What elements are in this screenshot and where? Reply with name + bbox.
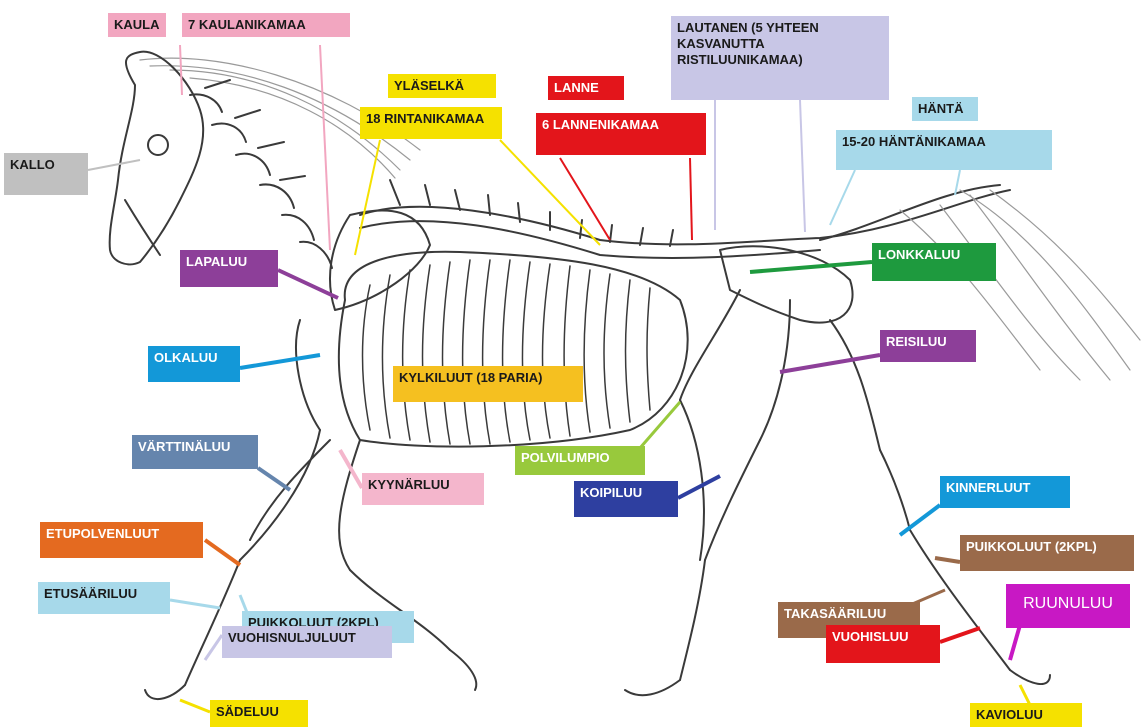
jaw [125,200,160,255]
lautanen-leader-2 [800,100,805,232]
label-rintanikamaa: 18 RINTANIKAMAA [360,107,502,139]
label-reisiluu: REISILUU [880,330,976,362]
label-vuohisnuljuluut: VUOHISNULJULUUT [222,626,392,658]
reisiluu-leader [780,355,880,372]
label-puikkoluut-back: PUIKKOLUUT (2KPL) [960,535,1134,571]
label-etupolvenluut: ETUPOLVENLUUT [40,522,203,558]
label-etusaariluu: ETUSÄÄRILUU [38,582,170,614]
neck-vertebrae [190,80,332,268]
label-koipiluu: KOIPILUU [574,481,678,517]
olkaluu-leader [240,355,320,368]
skull-outline [110,52,204,265]
lapaluu-leader [278,270,338,298]
label-kallo: KALLO [4,153,88,195]
label-hantanikamaa: 15-20 HÄNTÄNIKAMAA [836,130,1052,170]
label-kaulanikamaa: 7 KAULANIKAMAA [182,13,350,37]
kavioluu-leader [1020,685,1030,705]
varttinaluu-leader [258,468,290,490]
ruunuluu-leader [1010,625,1020,660]
kaulanikamaa-leader [320,45,330,250]
tail-vertebrae [820,185,1000,240]
vuohisluu-leader [940,628,980,642]
rib-cage-outline [339,252,688,447]
lannenikamaa-leader-2 [690,158,692,240]
label-lapaluu: LAPALUU [180,250,278,287]
label-olkaluu: OLKALUU [148,346,240,382]
puikkoluut-back-leader [935,558,960,562]
rintanikamaa-leader-1 [355,140,380,255]
label-sadeluu: SÄDELUU [210,700,308,727]
label-lonkkaluu: LONKKALUU [872,243,996,281]
sadeluu-leader [180,700,210,712]
label-kinnerluut: KINNERLUUT [940,476,1070,508]
koipiluu-leader [678,476,720,498]
kyynarluu-leader [340,450,362,488]
eye-socket [148,135,168,155]
label-lannenikamaa: 6 LANNENIKAMAA [536,113,706,155]
hantanikamaa-leader-1 [830,170,855,225]
label-lautanen: LAUTANEN (5 YHTEEN KASVANUTTA RISTILUUNI… [671,16,889,100]
label-kyynarluu: KYYNÄRLUU [362,473,484,505]
label-vuohisluu: VUOHISLUU [826,625,940,663]
label-ylaselka: YLÄSELKÄ [388,74,496,98]
femur [680,290,740,400]
label-hanta: HÄNTÄ [912,97,978,121]
kallo-leader [88,160,140,170]
lannenikamaa-leader-1 [560,158,610,240]
label-kylkiluut: KYLKILUUT (18 PARIA) [393,366,583,402]
kaula-leader [180,45,182,95]
hantanikamaa-leader-2 [955,170,960,195]
label-varttinaluu: VÄRTTINÄLUU [132,435,258,469]
label-ruunuluu: RUUNULUU [1006,584,1130,628]
etupolvenluut-leader [205,540,240,565]
kinnerluut-leader [900,505,940,535]
ribs [363,260,651,444]
label-polvilumpio: POLVILUMPIO [515,446,645,475]
label-kavioluu: KAVIOLUU [970,703,1082,727]
tibia [680,400,704,560]
pelvis [720,246,853,322]
label-kaula: KAULA [108,13,166,37]
lonkkaluu-leader [750,262,872,272]
vuohisnuljuluut-leader [205,635,222,660]
label-lanne: LANNE [548,76,624,100]
etusaariluu-leader [170,600,220,608]
